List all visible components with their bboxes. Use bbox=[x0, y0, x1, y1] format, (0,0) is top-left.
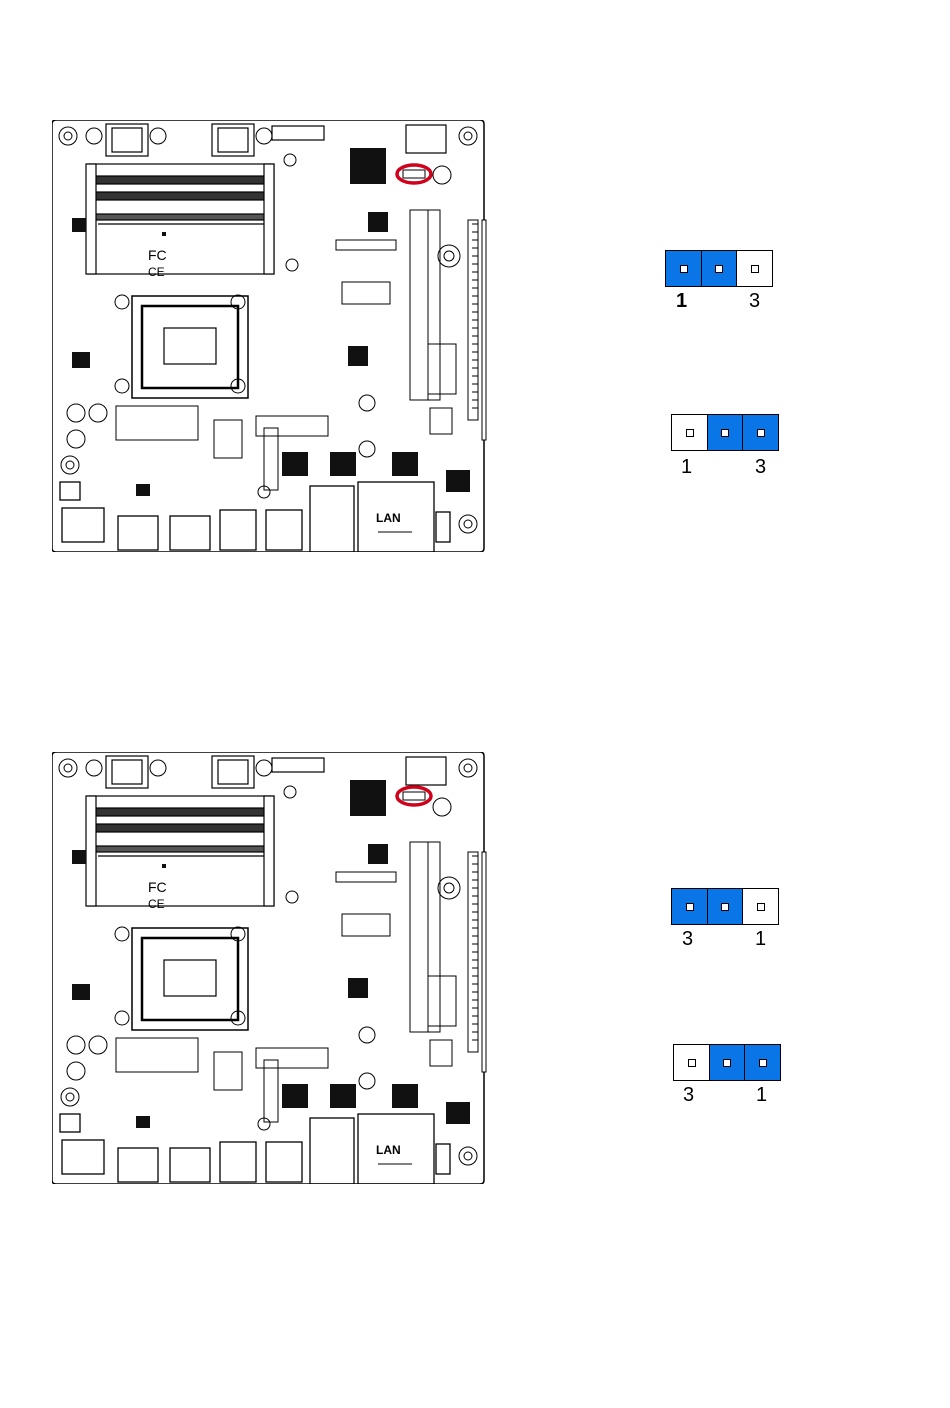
pin-square-icon bbox=[723, 1059, 731, 1067]
jumper-pin-label: 3 bbox=[683, 1084, 694, 1107]
jumper-pin-shorted bbox=[665, 250, 702, 287]
jumper-pin-open bbox=[736, 250, 773, 287]
jumper-1-2-closed-reversed bbox=[671, 888, 779, 926]
jumper-pin-shorted bbox=[744, 1044, 781, 1081]
jumper-pin-label: 3 bbox=[749, 290, 760, 313]
lan-label: LAN bbox=[376, 1143, 401, 1157]
pin-square-icon bbox=[721, 903, 729, 911]
pin-square-icon bbox=[757, 429, 765, 437]
jumper-pin-label: 3 bbox=[755, 456, 766, 479]
pin-square-icon bbox=[686, 429, 694, 437]
jumper-2-3-closed bbox=[671, 414, 779, 452]
jumper-pin-label: 3 bbox=[682, 928, 693, 951]
jumper-pin-shorted bbox=[707, 414, 744, 451]
pin-square-icon bbox=[751, 265, 759, 273]
jumper-pin-shorted bbox=[701, 250, 738, 287]
jumper-pin-label: 1 bbox=[756, 1084, 767, 1107]
lan-label: LAN bbox=[376, 511, 401, 525]
pin-square-icon bbox=[715, 265, 723, 273]
jumper-1-2-closed bbox=[665, 250, 773, 288]
fcc-mark: FC bbox=[148, 879, 167, 895]
jumper-pin-open bbox=[673, 1044, 710, 1081]
jumper-2-3-closed-reversed bbox=[673, 1044, 781, 1082]
jumper-pin-open bbox=[671, 414, 708, 451]
ce-mark: CE bbox=[148, 897, 165, 911]
jumper-pin-label: 1 bbox=[676, 290, 687, 313]
jumper-pin-open bbox=[742, 888, 779, 925]
jumper-pin-label: 1 bbox=[681, 456, 692, 479]
jumper-pin-label: 1 bbox=[755, 928, 766, 951]
fcc-mark: FC bbox=[148, 247, 167, 263]
pin-square-icon bbox=[686, 903, 694, 911]
pin-square-icon bbox=[759, 1059, 767, 1067]
pin-square-icon bbox=[721, 429, 729, 437]
ce-mark: CE bbox=[148, 265, 165, 279]
jumper-pin-shorted bbox=[707, 888, 744, 925]
motherboard-diagram-top: FC CE LAN bbox=[52, 120, 487, 552]
jumper-pin-shorted bbox=[709, 1044, 746, 1081]
jumper-pin-shorted bbox=[742, 414, 779, 451]
pin-square-icon bbox=[680, 265, 688, 273]
motherboard-diagram-bottom: FC CE LAN bbox=[52, 752, 487, 1184]
jumper-pin-shorted bbox=[671, 888, 708, 925]
pin-square-icon bbox=[688, 1059, 696, 1067]
pin-square-icon bbox=[757, 903, 765, 911]
